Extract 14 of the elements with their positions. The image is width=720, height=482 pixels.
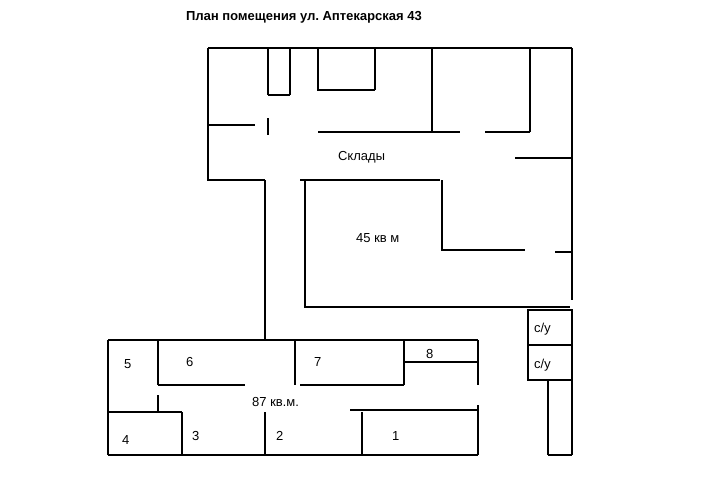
room-number: 4 — [122, 432, 130, 447]
room-number: 8 — [426, 346, 434, 361]
room-label: с/у — [534, 320, 551, 335]
room-number: 7 — [314, 354, 322, 369]
room-label: с/у — [534, 356, 551, 371]
room-number: 1 — [392, 428, 400, 443]
room-number: 5 — [124, 356, 132, 371]
room-number: 3 — [192, 428, 200, 443]
plan-title: План помещения ул. Аптекарская 43 — [186, 8, 422, 23]
room-number: 6 — [186, 354, 194, 369]
area-label: 45 кв м — [356, 230, 400, 245]
room-label: Склады — [338, 148, 385, 163]
room-number: 2 — [276, 428, 284, 443]
area-label: 87 кв.м. — [252, 394, 299, 409]
